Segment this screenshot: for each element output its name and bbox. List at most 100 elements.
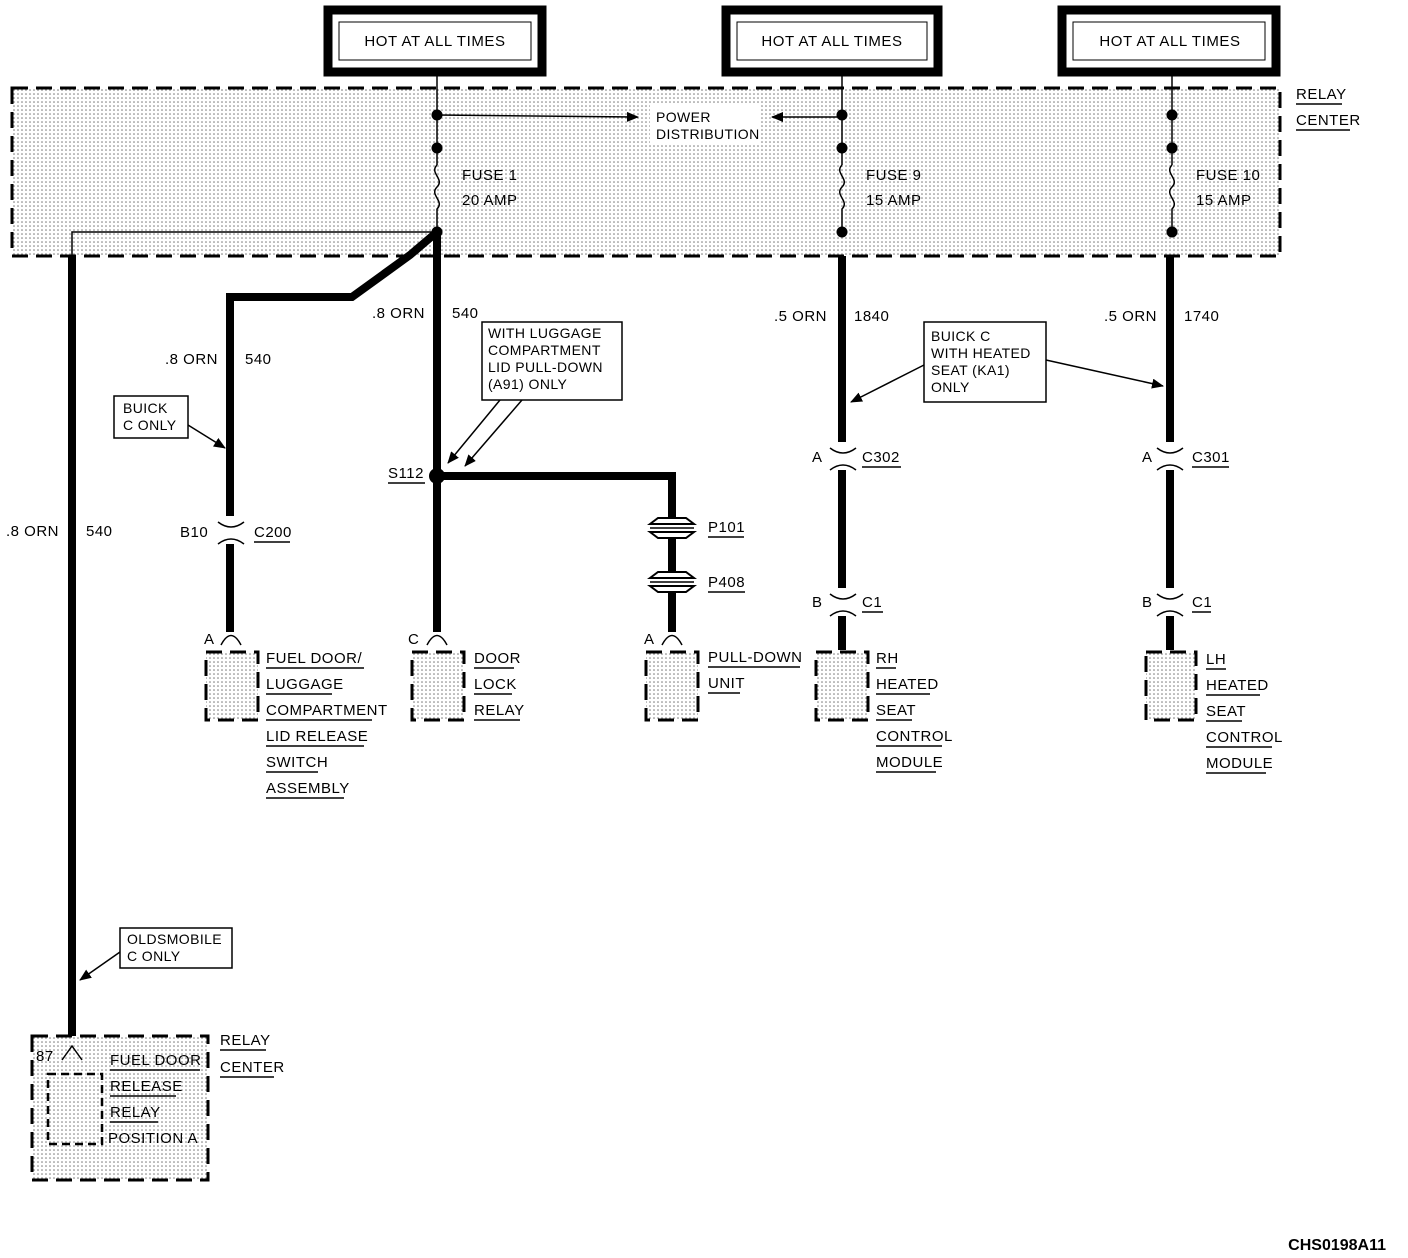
connector-c200: B10 C200	[180, 516, 292, 545]
svg-text:HEATED: HEATED	[876, 676, 939, 693]
fuse-1-name: FUSE 1	[462, 167, 518, 184]
hot-box-left: HOT AT ALL TIMES	[323, 5, 547, 77]
wire-center-size: .8 ORN	[372, 305, 425, 322]
note-oldsmobile-c-only: OLDSMOBILE C ONLY	[79, 927, 233, 981]
svg-text:WITH HEATED: WITH HEATED	[931, 345, 1031, 361]
svg-text:ONLY: ONLY	[931, 379, 970, 395]
svg-text:RELAY: RELAY	[474, 702, 525, 719]
relay-center-box	[10, 86, 1282, 258]
svg-text:RELAY: RELAY	[110, 1104, 161, 1121]
svg-text:HOT AT ALL TIMES: HOT AT ALL TIMES	[364, 33, 505, 50]
svg-text:C1: C1	[1192, 594, 1212, 611]
svg-text:C: C	[408, 631, 419, 648]
svg-text:RH: RH	[876, 650, 899, 667]
svg-text:CONTROL: CONTROL	[876, 728, 953, 745]
fuse-10-symbol	[1169, 164, 1175, 232]
connector-c1-lh: B C1	[1142, 588, 1212, 617]
svg-text:LID RELEASE: LID RELEASE	[266, 728, 368, 745]
component-rh-heated-seat-module: RH HEATED SEAT CONTROL MODULE	[814, 650, 953, 773]
svg-text:C302: C302	[862, 449, 900, 466]
wire-splice-branch	[437, 472, 676, 632]
fuel-door-switch-label: FUEL DOOR/ LUGGAGE COMPARTMENT LID RELEA…	[266, 650, 388, 799]
svg-text:UNIT: UNIT	[708, 675, 745, 692]
component-lh-heated-seat-module: LH HEATED SEAT CONTROL MODULE	[1144, 650, 1283, 774]
svg-text:FUEL DOOR: FUEL DOOR	[110, 1052, 201, 1069]
connector-c301: A C301	[1142, 442, 1229, 471]
power-distribution-label-1: POWER	[656, 109, 711, 125]
svg-text:A: A	[644, 631, 655, 648]
svg-text:RELEASE: RELEASE	[110, 1078, 183, 1095]
svg-text:CENTER: CENTER	[220, 1059, 285, 1076]
svg-text:LUGGAGE: LUGGAGE	[266, 676, 344, 693]
fuse-9-rating: 15 AMP	[866, 192, 922, 209]
diagram-id: CHS0198A11	[1288, 1237, 1386, 1254]
svg-text:SEAT: SEAT	[876, 702, 916, 719]
wire-lh-circuit: 1740	[1184, 308, 1219, 325]
svg-text:HOT AT ALL TIMES: HOT AT ALL TIMES	[761, 33, 902, 50]
fuse-1-symbol	[434, 164, 440, 232]
fuse-9-name: FUSE 9	[866, 167, 922, 184]
relay-center-label-1: RELAY	[1296, 86, 1347, 103]
svg-text:WITH LUGGAGE: WITH LUGGAGE	[488, 325, 602, 341]
component-fuel-door-switch: A FUEL DOOR/ LUGGAGE COMPARTMENT LID REL…	[204, 631, 388, 799]
svg-text:OLDSMOBILE: OLDSMOBILE	[127, 931, 222, 947]
svg-text:SEAT: SEAT	[1206, 703, 1246, 720]
hot-box-right: HOT AT ALL TIMES	[1057, 5, 1281, 77]
relay-center-label-2: CENTER	[1296, 112, 1361, 129]
note-luggage-pulldown: WITH LUGGAGE COMPARTMENT LID PULL-DOWN (…	[447, 321, 623, 467]
hot-box-middle: HOT AT ALL TIMES	[721, 5, 943, 77]
connector-p408: P408	[647, 571, 745, 593]
svg-text:CONTROL: CONTROL	[1206, 729, 1283, 746]
svg-text:SWITCH: SWITCH	[266, 754, 328, 771]
svg-text:A: A	[1142, 449, 1153, 466]
svg-text:RELAY: RELAY	[220, 1032, 271, 1049]
svg-text:LID PULL-DOWN: LID PULL-DOWN	[488, 359, 603, 375]
svg-text:HEATED: HEATED	[1206, 677, 1269, 694]
svg-text:P408: P408	[708, 574, 745, 591]
svg-text:SEAT (KA1): SEAT (KA1)	[931, 362, 1010, 378]
splice-s112	[429, 468, 445, 484]
svg-text:MODULE: MODULE	[1206, 755, 1273, 772]
wire-far-left-circuit: 540	[86, 523, 113, 540]
splice-s112-label: S112	[388, 465, 424, 482]
connector-c302: A C302	[812, 442, 901, 471]
svg-text:C ONLY: C ONLY	[123, 417, 177, 433]
svg-text:HOT AT ALL TIMES: HOT AT ALL TIMES	[1099, 33, 1240, 50]
svg-text:MODULE: MODULE	[876, 754, 943, 771]
wire-left-branch	[226, 228, 440, 632]
connector-p101: P101	[647, 517, 745, 539]
svg-text:A: A	[812, 449, 823, 466]
power-distribution-label-2: DISTRIBUTION	[656, 126, 760, 142]
svg-text:BUICK: BUICK	[123, 400, 168, 416]
svg-text:A: A	[204, 631, 215, 648]
fuse-1-rating: 20 AMP	[462, 192, 518, 209]
svg-text:COMPARTMENT: COMPARTMENT	[488, 342, 601, 358]
svg-text:87: 87	[36, 1048, 54, 1065]
wire-far-left-size: .8 ORN	[6, 523, 59, 540]
svg-text:C ONLY: C ONLY	[127, 948, 181, 964]
svg-text:P101: P101	[708, 519, 745, 536]
svg-text:C1: C1	[862, 594, 882, 611]
svg-text:C200: C200	[254, 524, 292, 541]
svg-text:COMPARTMENT: COMPARTMENT	[266, 702, 388, 719]
wire-center-circuit: 540	[452, 305, 479, 322]
svg-text:ASSEMBLY: ASSEMBLY	[266, 780, 350, 797]
svg-text:PULL-DOWN: PULL-DOWN	[708, 649, 803, 666]
component-pull-down-unit: A PULL-DOWN UNIT	[644, 631, 803, 722]
svg-text:B10: B10	[180, 524, 208, 541]
svg-text:(A91) ONLY: (A91) ONLY	[488, 376, 567, 392]
svg-text:B: B	[812, 594, 823, 611]
svg-text:LOCK: LOCK	[474, 676, 517, 693]
svg-text:FUEL DOOR/: FUEL DOOR/	[266, 650, 362, 667]
fuse-10-rating: 15 AMP	[1196, 192, 1252, 209]
fuse-10-name: FUSE 10	[1196, 167, 1260, 184]
wire-lh-size: .5 ORN	[1104, 308, 1157, 325]
svg-text:DOOR: DOOR	[474, 650, 521, 667]
fuse-9-symbol	[839, 164, 845, 232]
component-fuel-door-release-relay: 87 FUEL DOOR RELEASE RELAY POSITION A RE…	[30, 1032, 285, 1182]
note-buick-c-only: BUICK C ONLY	[113, 395, 226, 449]
wire-rh-size: .5 ORN	[774, 308, 827, 325]
svg-text:BUICK C: BUICK C	[931, 328, 991, 344]
wire-left-size: .8 ORN	[165, 351, 218, 368]
